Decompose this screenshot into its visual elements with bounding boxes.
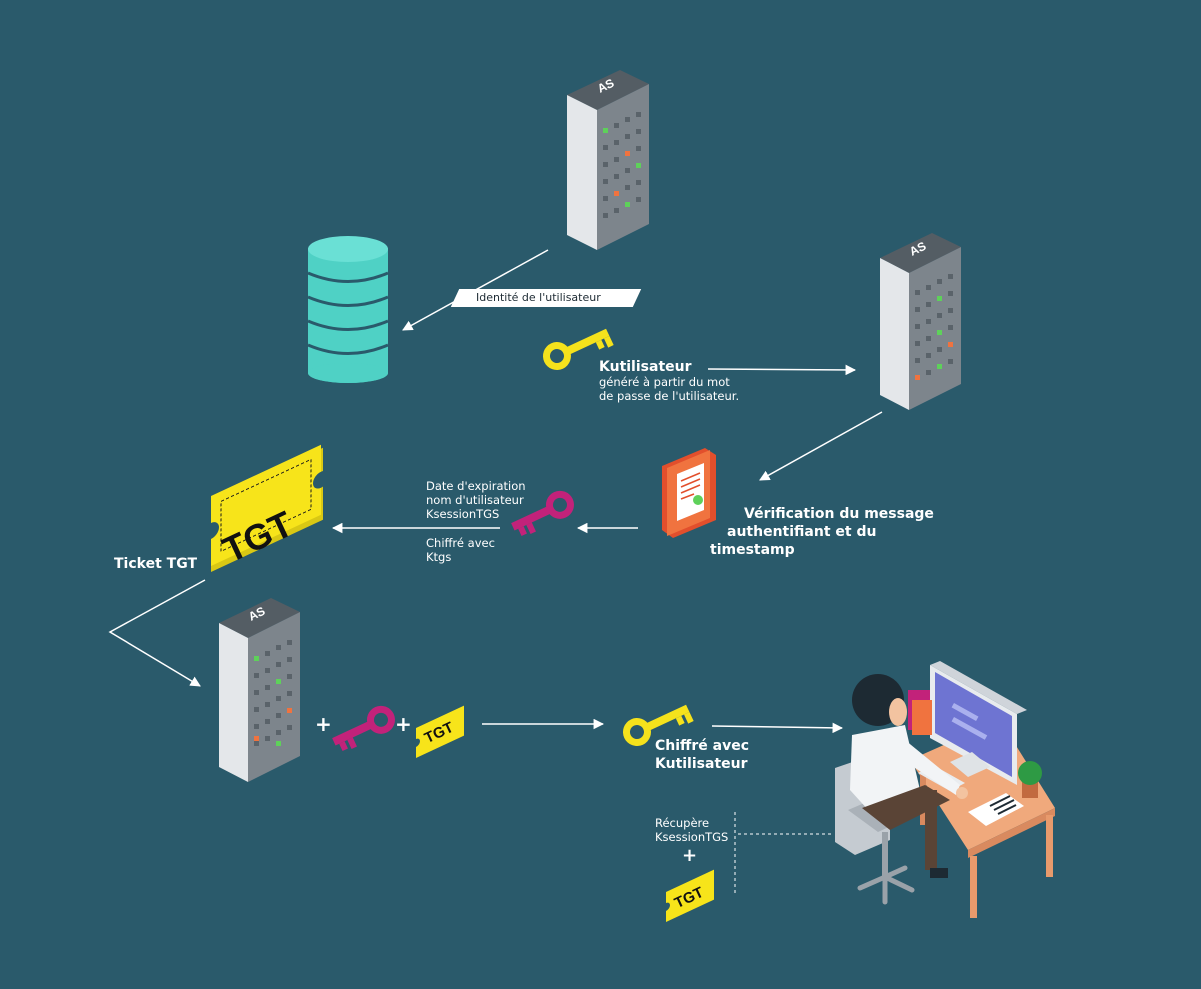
verification-line-1: Vérification du message [744, 506, 934, 522]
certificate-icon [662, 448, 716, 538]
ticket-info-2: nom d'utilisateur [426, 493, 524, 507]
as-label-bottom: AS [246, 604, 267, 624]
arrow-to-as-bottom [108, 579, 206, 687]
database [307, 236, 389, 383]
as-server-bottom: AS [219, 598, 300, 782]
ticket-info-1: Date d'expiration [426, 479, 526, 493]
recupere-plus: + [682, 845, 698, 866]
verification-line-3: timestamp [710, 542, 795, 558]
kutilisateur-desc-2: de passe de l'utilisateur. [599, 389, 740, 403]
tgt-ticket-small [412, 705, 464, 758]
tgt-ticket-large [203, 444, 329, 572]
verification-line-2: authentifiant et du [727, 524, 877, 540]
arrow-to-as-right [707, 364, 857, 376]
as-label-top: AS [595, 76, 616, 96]
as-label-right: AS [907, 239, 928, 259]
dashed-connector [734, 812, 832, 893]
plus-sign-2: + [395, 712, 412, 736]
key-kutilisateur-bottom-icon [622, 704, 694, 747]
kutilisateur-desc-1: généré à partir du mot [599, 375, 730, 389]
key-kutilisateur-icon [542, 328, 614, 371]
as-server-top: AS [567, 70, 649, 250]
as-server-right: AS [880, 233, 961, 410]
key-magenta-bottom-icon [332, 705, 395, 751]
recupere-label-1: Récupère [655, 816, 710, 830]
arrow-to-user [711, 722, 844, 734]
encrypted-with-1: Chiffré avec [426, 536, 495, 550]
chiffre-avec-label-1: Chiffré avec [655, 738, 750, 754]
user-at-desk [835, 661, 1055, 918]
encrypted-with-2: Ktgs [426, 550, 452, 564]
ticket-info-3: KsessionTGS [426, 507, 500, 521]
plus-sign-1: + [315, 712, 332, 736]
recupere-label-2: KsessionTGS [655, 830, 729, 844]
key-ktgs-icon [511, 490, 574, 536]
ticket-tgt-label: Ticket TGT [114, 556, 197, 572]
tgt-ticket-received [662, 869, 714, 922]
chiffre-avec-label-2: Kutilisateur [655, 756, 748, 772]
identity-label: Identité de l'utilisateur [476, 291, 601, 304]
kutilisateur-title: Kutilisateur [599, 359, 692, 375]
arrow-to-certificate [759, 411, 883, 481]
